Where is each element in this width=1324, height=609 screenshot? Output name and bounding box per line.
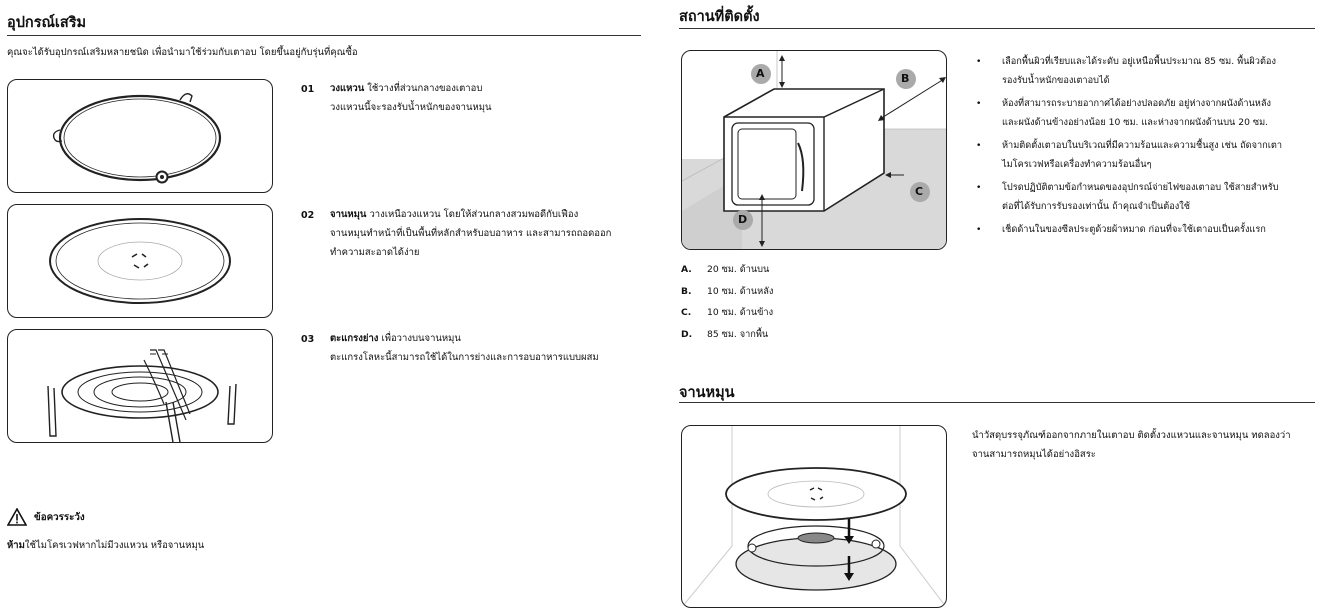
item-01-text: วงแหวน ใช้วางที่ส่วนกลางของเตาอบ วงแหวนน… [330, 79, 492, 117]
installation-clearance-drawing [682, 51, 946, 249]
turntable-title: จานหมุน [679, 385, 735, 401]
turntable-install-drawing [682, 426, 946, 607]
clearance-row: B.10 ซม. ด้านหลัง [681, 285, 774, 297]
installation-bullet: เลือกพื้นผิวที่เรียบและได้ระดับ อยู่เหนื… [972, 52, 1317, 90]
clearance-legend: A.20 ซม. ด้านบน B.10 ซม. ด้านหลัง C.10 ซ… [681, 259, 773, 345]
warning-triangle-icon [7, 508, 27, 526]
turntable-drawing [49, 218, 231, 304]
grill-rack-drawing [47, 349, 237, 442]
accessories-title-rule [7, 35, 641, 36]
diagram-label-b: B [901, 72, 910, 85]
item-03-line2: ตะแกรงโลหะนี้สามารถใช้ได้ในการย่างและการ… [330, 352, 599, 363]
item-01-line2: วงแหวนนี้จะรองรับน้ำหนักของจานหมุน [330, 102, 492, 113]
diagram-label-d: D [738, 213, 748, 226]
item-02-line1: วางเหนือวงแหวน โดยให้ส่วนกลางสวมพอดีกับเ… [369, 209, 579, 220]
accessories-intro: คุณจะได้รับอุปกรณ์เสริมหลายชนิด เพื่อนำม… [7, 47, 358, 58]
installation-title: สถานที่ติดตั้ง [679, 9, 760, 25]
item-02-line3: ทำความสะอาดได้ง่าย [330, 247, 420, 258]
item-02-line2: จานหมุนทำหน้าที่เป็นพื้นที่หลักสำหรับอบอ… [330, 228, 612, 239]
roller-ring-drawing [52, 93, 222, 184]
grill-rack-illustration [7, 329, 273, 443]
clearance-row: C.10 ซม. ด้านข้าง [681, 307, 774, 318]
installation-bullet: โปรดปฏิบัติตามข้อกำหนดของอุปกรณ์จ่ายไฟขอ… [972, 178, 1317, 216]
caution-body: ใช้ไมโครเวฟหากไม่มีวงแหวน หรือจานหมุน [24, 540, 205, 551]
roller-ring-illustration [7, 79, 273, 193]
turntable-instructions: นำวัสดุบรรจุภัณฑ์ออกจากภายในเตาอบ ติดตั้… [972, 426, 1291, 464]
turntable-title-rule [679, 402, 1315, 403]
item-03-text: ตะแกรงย่าง เพื่อวางบนจานหมุน ตะแกรงโลหะน… [330, 329, 599, 367]
clearance-row: D.85 ซม. จากพื้น [681, 328, 769, 340]
caution-text: ห้ามใช้ไมโครเวฟหากไม่มีวงแหวน หรือจานหมุ… [7, 536, 204, 555]
turntable-illustration [7, 204, 273, 318]
item-02-name: จานหมุน [330, 209, 367, 220]
installation-bullet-list: เลือกพื้นผิวที่เรียบและได้ระดับ อยู่เหนื… [972, 52, 1317, 243]
item-03-name: ตะแกรงย่าง [330, 333, 379, 344]
installation-bullet: ห้ามติดตั้งเตาอบในบริเวณที่มีความร้อนและ… [972, 136, 1317, 174]
item-01-line1: ใช้วางที่ส่วนกลางของเตาอบ [367, 83, 483, 94]
item-02-text: จานหมุน วางเหนือวงแหวน โดยให้ส่วนกลางสวม… [330, 205, 611, 262]
caution-bold-word: ห้าม [7, 540, 25, 551]
clearance-row: A.20 ซม. ด้านบน [681, 264, 770, 275]
item-01-name: วงแหวน [330, 83, 365, 94]
installation-title-rule [679, 28, 1315, 29]
diagram-label-a: A [756, 67, 765, 80]
item-number-03: 03 [301, 334, 315, 345]
installation-clearance-diagram: A B C D [681, 50, 947, 250]
installation-bullet: เช็ดด้านในของซีลประตูด้วยผ้าหมาด ก่อนที่… [972, 220, 1317, 239]
item-03-line1: เพื่อวางบนจานหมุน [381, 333, 461, 344]
installation-bullet: ห้องที่สามารถระบายอากาศได้อย่างปลอดภัย อ… [972, 94, 1317, 132]
turntable-line1: นำวัสดุบรรจุภัณฑ์ออกจากภายในเตาอบ ติดตั้… [972, 430, 1291, 441]
accessories-title: อุปกรณ์เสริม [7, 15, 87, 31]
caution-heading: ข้อควรระวัง [7, 508, 85, 526]
turntable-install-illustration [681, 425, 947, 608]
diagram-label-c: C [915, 185, 924, 198]
caution-title: ข้อควรระวัง [34, 511, 85, 523]
turntable-line2: จานสามารถหมุนได้อย่างอิสระ [972, 449, 1096, 460]
item-number-02: 02 [301, 210, 315, 221]
item-number-01: 01 [301, 84, 315, 95]
